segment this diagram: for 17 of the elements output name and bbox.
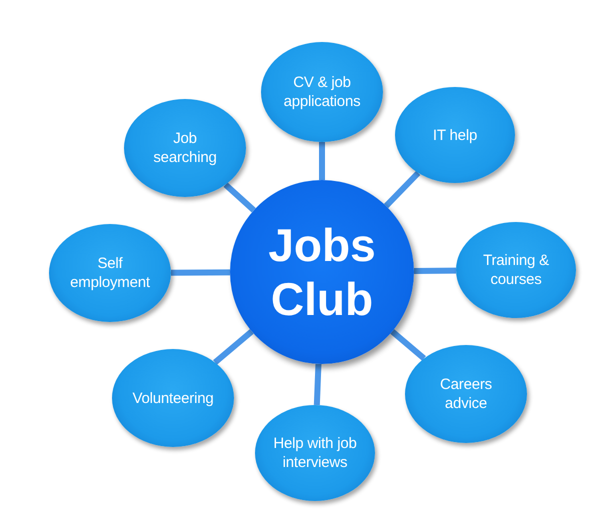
topic-label: IT help — [432, 126, 478, 144]
connector-line — [170, 269, 230, 276]
connector-line — [314, 364, 322, 406]
topic-label: Job searching — [152, 129, 218, 167]
topic-label: Self employment — [69, 254, 151, 292]
topic-label: Careers advice — [439, 375, 493, 413]
topic-label: CV & job applications — [282, 73, 362, 111]
connector-line — [384, 170, 420, 208]
topic-label: Training & courses — [482, 251, 550, 289]
connector-line — [414, 268, 456, 274]
hub-title: Jobs Club — [267, 218, 377, 326]
topic-label: Volunteering — [132, 388, 214, 408]
connector-line — [390, 329, 426, 361]
topic-label: Help with job interviews — [272, 434, 358, 472]
connector-line — [223, 182, 256, 212]
connector-line — [213, 329, 254, 365]
connector-line — [319, 142, 325, 180]
